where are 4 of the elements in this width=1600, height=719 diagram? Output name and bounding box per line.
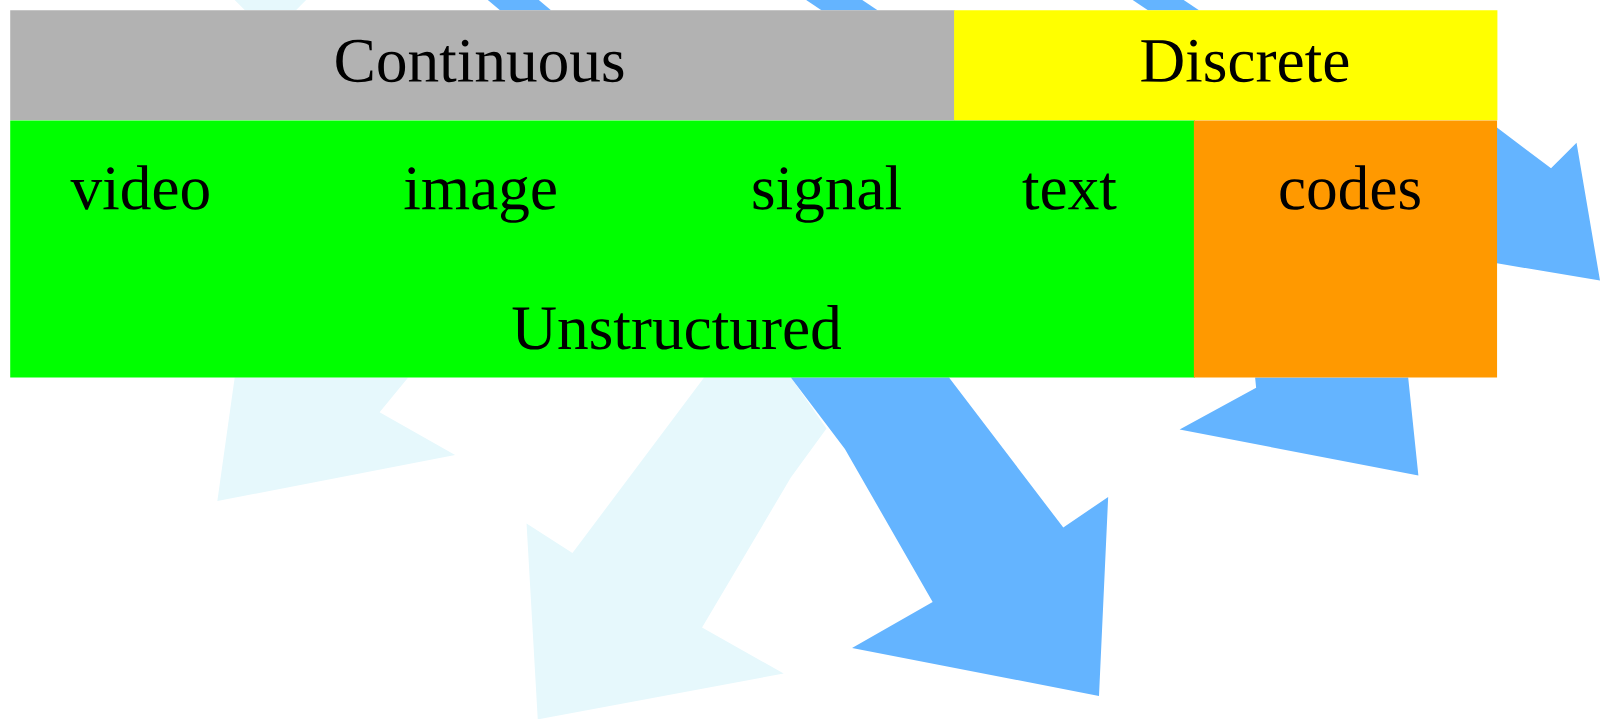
category-band: video image signal text Unstructured bbox=[10, 120, 1195, 378]
category-band: Discrete bbox=[954, 10, 1498, 121]
category-band: Continuous bbox=[10, 10, 955, 121]
category-band: codes bbox=[1193, 120, 1498, 378]
